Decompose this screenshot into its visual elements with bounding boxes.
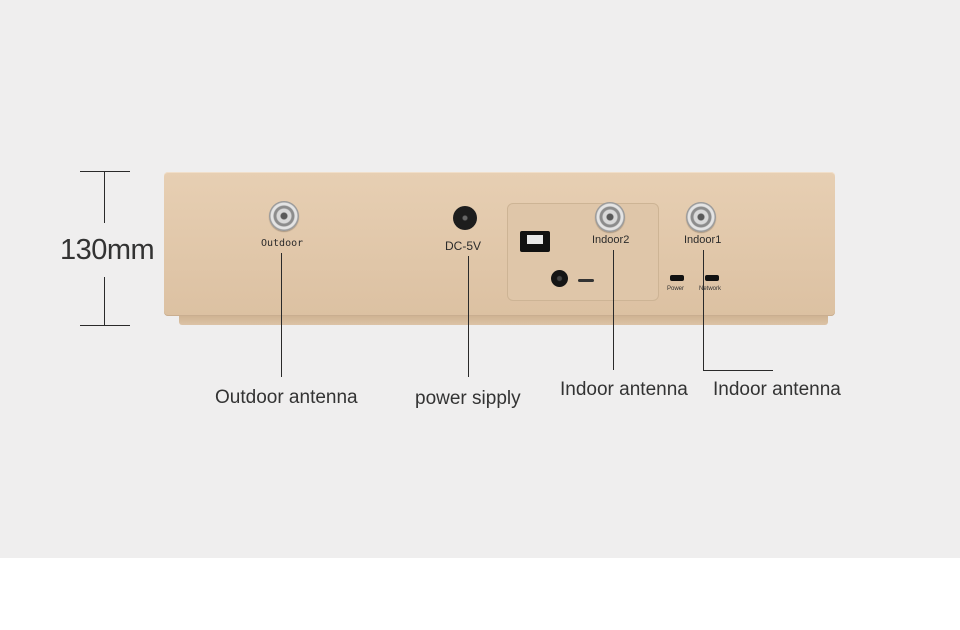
indoor-antenna-2-callout: Indoor antenna [560, 379, 688, 400]
indoor-antenna-1-callout: Indoor antenna [713, 379, 841, 400]
audio-jack [551, 270, 568, 287]
dc-power-jack [453, 206, 477, 230]
outdoor-port-label: Outdoor [261, 238, 304, 249]
power-led [670, 275, 684, 281]
indoor2-port-label: Indoor2 [592, 234, 630, 246]
product-photo-stage: 130mm Outdoor DC-5V Indoor2 Indoor1 Powe… [0, 0, 960, 558]
network-led-label: Network [699, 286, 722, 292]
indoor1-callout-line [703, 250, 704, 371]
audio-jack-marker [578, 279, 594, 282]
dc-port-label: DC-5V [445, 239, 482, 253]
indoor1-coax-port [686, 202, 716, 232]
outdoor-coax-port [269, 201, 299, 231]
indoor1-port-label: Indoor1 [684, 234, 722, 246]
network-led [705, 275, 719, 281]
outdoor-callout-line [281, 253, 282, 377]
device-recess-panel [507, 203, 659, 301]
outdoor-antenna-callout: Outdoor antenna [215, 387, 358, 408]
indoor1-callout-leader [703, 370, 773, 371]
usb-port-contact [527, 235, 543, 244]
indoor2-callout-line [613, 250, 614, 370]
power-led-label: Power [667, 286, 685, 292]
power-supply-callout: power sipply [415, 388, 521, 409]
dimension-upper-line [104, 171, 105, 223]
dimension-top-tick [80, 171, 130, 172]
dimension-bottom-tick [80, 325, 130, 326]
dimension-label: 130mm [60, 234, 155, 266]
power-callout-line [468, 256, 469, 377]
device-body [164, 172, 835, 316]
dimension-lower-line [104, 277, 105, 325]
indoor2-coax-port [595, 202, 625, 232]
device-base [179, 316, 828, 325]
